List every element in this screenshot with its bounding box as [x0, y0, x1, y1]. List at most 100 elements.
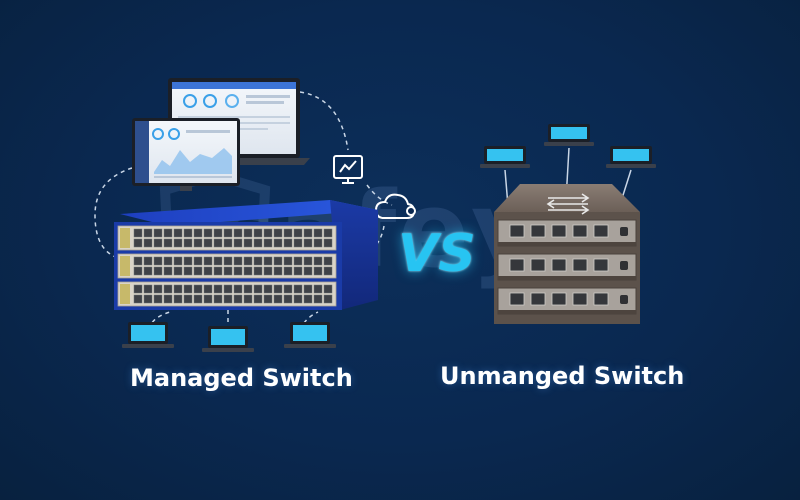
vs-label: VS — [398, 224, 476, 284]
ethernet-port — [193, 284, 203, 294]
ethernet-port — [323, 294, 333, 304]
ethernet-port — [313, 294, 323, 304]
ethernet-port — [193, 238, 203, 248]
ethernet-port — [572, 258, 588, 272]
laptop-icon — [202, 326, 254, 352]
ethernet-port — [153, 228, 163, 238]
ethernet-port — [213, 256, 223, 266]
ethernet-port — [572, 224, 588, 238]
managed-switch-unit — [117, 225, 337, 251]
ethernet-port — [253, 228, 263, 238]
ethernet-port — [213, 284, 223, 294]
ethernet-port — [593, 292, 609, 306]
ethernet-port — [253, 284, 263, 294]
ethernet-port — [173, 238, 183, 248]
laptop-icon — [122, 322, 174, 348]
ethernet-port — [243, 238, 253, 248]
managed-switch-unit — [117, 253, 337, 279]
ethernet-port — [509, 292, 525, 306]
ethernet-port — [551, 292, 567, 306]
ethernet-port — [572, 292, 588, 306]
ethernet-port — [133, 284, 143, 294]
ethernet-port — [233, 266, 243, 276]
ethernet-port — [303, 228, 313, 238]
ethernet-port — [283, 284, 293, 294]
unmanaged-switch-unit — [497, 287, 637, 315]
ethernet-port — [303, 266, 313, 276]
ethernet-port — [173, 228, 183, 238]
ethernet-port — [133, 294, 143, 304]
power-port — [620, 227, 628, 236]
ethernet-port — [273, 266, 283, 276]
ethernet-port — [509, 224, 525, 238]
ethernet-port — [253, 238, 263, 248]
ethernet-port — [173, 266, 183, 276]
ethernet-port — [303, 294, 313, 304]
ethernet-port — [183, 228, 193, 238]
unmanaged-laptops — [480, 124, 656, 168]
ethernet-port — [293, 284, 303, 294]
ethernet-port — [273, 228, 283, 238]
managed-switch-caption: Managed Switch — [130, 364, 353, 392]
managed-laptops — [122, 322, 336, 352]
ethernet-port — [153, 294, 163, 304]
ethernet-port — [593, 224, 609, 238]
ethernet-port — [263, 256, 273, 266]
ethernet-port — [293, 228, 303, 238]
ethernet-port — [273, 284, 283, 294]
ethernet-port — [133, 238, 143, 248]
monitor-chart-icon — [333, 155, 363, 184]
ethernet-port — [283, 294, 293, 304]
ethernet-port — [233, 294, 243, 304]
power-port — [620, 295, 628, 304]
ethernet-port — [213, 228, 223, 238]
ethernet-port — [153, 238, 163, 248]
ethernet-port — [253, 266, 263, 276]
ethernet-port — [323, 238, 333, 248]
ethernet-port — [153, 266, 163, 276]
transfer-arrows-icon — [546, 193, 590, 215]
ethernet-port — [153, 284, 163, 294]
ethernet-port — [163, 238, 173, 248]
ethernet-port — [551, 258, 567, 272]
ethernet-port — [203, 256, 213, 266]
cloud-gear-icon — [374, 193, 416, 219]
laptop-icon — [480, 146, 530, 168]
managed-switch-unit — [117, 281, 337, 307]
ethernet-port — [233, 256, 243, 266]
unmanaged-switch-units — [497, 219, 637, 315]
ethernet-port — [163, 266, 173, 276]
ethernet-port — [323, 256, 333, 266]
ethernet-port — [263, 294, 273, 304]
ethernet-port — [509, 258, 525, 272]
ethernet-port — [303, 256, 313, 266]
ethernet-port — [323, 284, 333, 294]
managed-switch-units — [117, 225, 337, 307]
ethernet-port — [233, 228, 243, 238]
ethernet-port — [183, 238, 193, 248]
ethernet-port — [273, 238, 283, 248]
ethernet-port — [223, 294, 233, 304]
ethernet-port — [530, 224, 546, 238]
ethernet-port — [313, 266, 323, 276]
ethernet-port — [263, 228, 273, 238]
ethernet-port — [283, 238, 293, 248]
ethernet-port — [253, 256, 263, 266]
ethernet-port — [163, 228, 173, 238]
ethernet-port — [203, 284, 213, 294]
ethernet-port — [203, 294, 213, 304]
laptop-icon — [284, 322, 336, 348]
ethernet-port — [223, 228, 233, 238]
ethernet-port — [203, 266, 213, 276]
ethernet-port — [283, 266, 293, 276]
ethernet-port — [243, 266, 253, 276]
dashboard-monitor-icon — [132, 118, 240, 191]
ethernet-port — [233, 238, 243, 248]
ethernet-port — [183, 256, 193, 266]
ethernet-port — [530, 258, 546, 272]
ethernet-port — [593, 258, 609, 272]
ethernet-port — [551, 224, 567, 238]
ethernet-port — [263, 238, 273, 248]
